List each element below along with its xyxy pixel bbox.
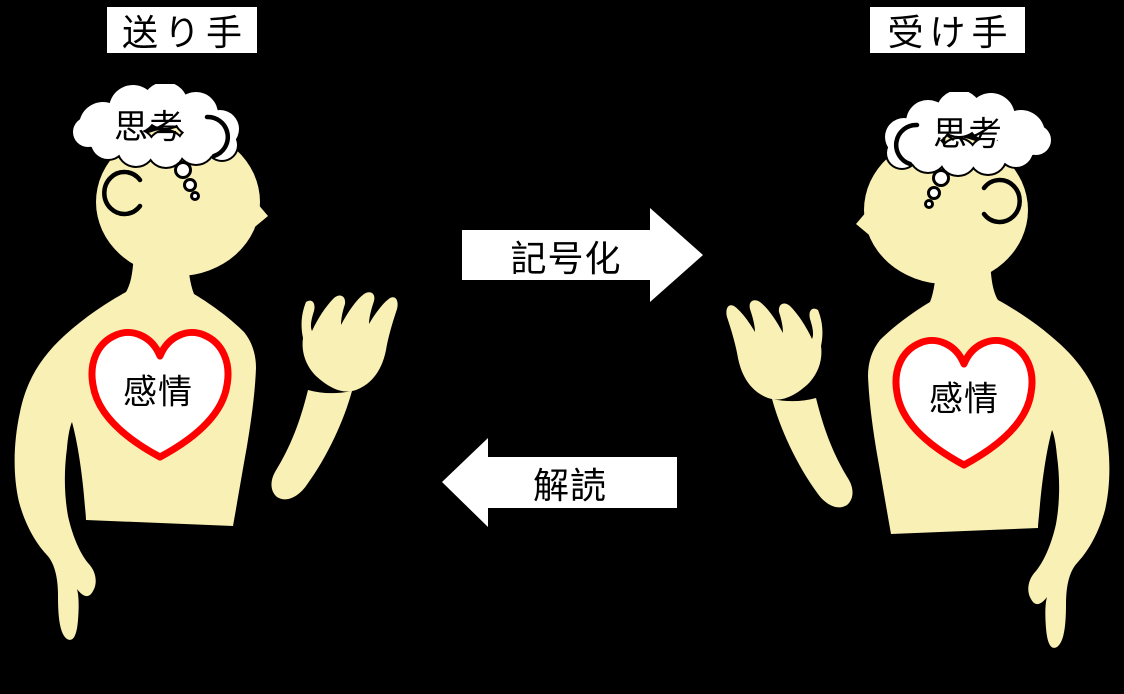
sender-figure (0, 84, 400, 694)
receiver-thought-label: 思考 (933, 116, 1003, 154)
receiver-emotion-label: 感情 (929, 381, 999, 419)
receiver-figure (724, 92, 1124, 694)
encode-arrow-icon (462, 208, 703, 302)
receiver-title: 受け手 (887, 13, 1014, 53)
sender-thought-label: 思考 (114, 109, 184, 147)
sender-title: 送り手 (121, 13, 248, 53)
encode-arrow-label: 記号化 (510, 239, 622, 279)
sender-emotion-label: 感情 (123, 374, 193, 412)
decode-arrow-icon (442, 438, 677, 527)
decode-arrow-label: 解読 (532, 466, 608, 506)
receiver-title-box: 受け手 (870, 7, 1025, 53)
sender-title-box: 送り手 (107, 7, 257, 53)
